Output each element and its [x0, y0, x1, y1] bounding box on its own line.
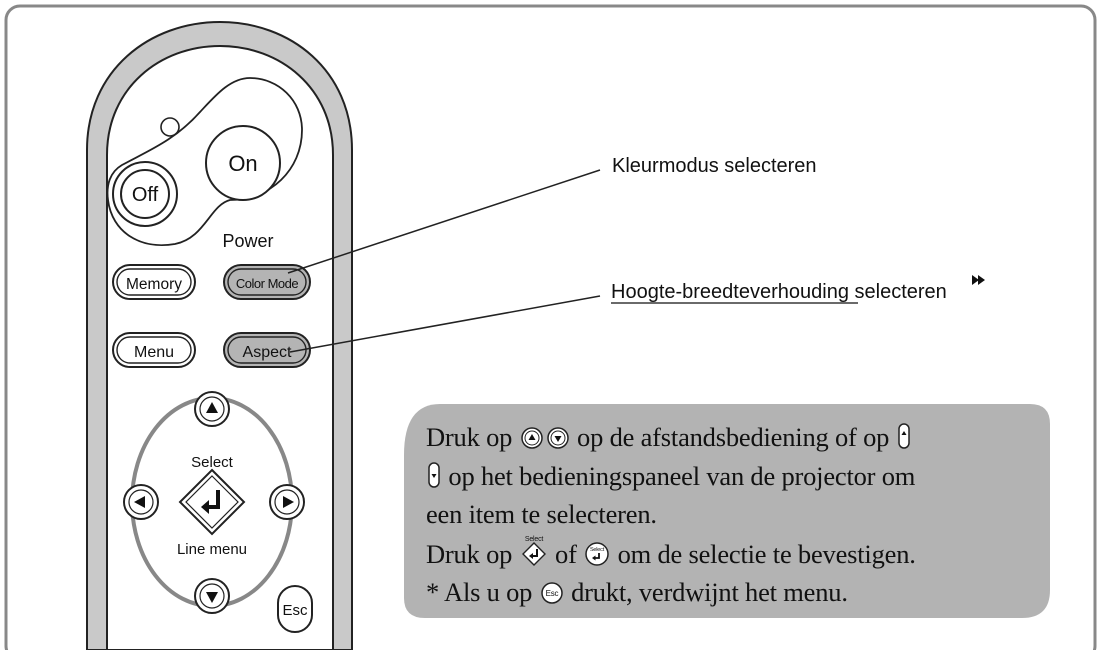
on-button[interactable]: On [205, 125, 281, 201]
up-arrow-button[interactable] [194, 391, 230, 427]
power-label: Power [222, 231, 273, 251]
esc-button-icon: Esc [540, 582, 563, 604]
left-arrow-button[interactable] [123, 484, 159, 520]
line-menu-label: Line menu [177, 541, 247, 558]
note-box [404, 404, 1050, 618]
select-enter-button[interactable] [178, 468, 246, 536]
right-arrow-icon [283, 496, 294, 508]
color-mode-label: Color Mode [236, 276, 298, 291]
aspect-callout-rest: selecteren [849, 281, 947, 303]
note-line-5: * Als u op Esc drukt, verdwijnt het menu… [426, 577, 848, 607]
up-arrow-icon [206, 402, 218, 413]
aspect-callout-link[interactable]: Hoogte-breedteverhouding [611, 281, 849, 303]
note-text: Druk op op de afstandsbediening of op op… [426, 418, 1036, 612]
esc-button[interactable]: Esc [277, 585, 313, 633]
color-mode-leader-line [287, 169, 601, 274]
indicator-led [160, 117, 180, 137]
down-button-icon [546, 427, 569, 449]
right-arrow-button[interactable] [269, 484, 305, 520]
outer-frame [4, 4, 1097, 650]
select-button-icon: Select [521, 534, 547, 566]
note-line-1: Druk op op de afstandsbediening of op [426, 418, 1036, 457]
esc-label: Esc [282, 602, 308, 619]
menu-label: Menu [134, 344, 174, 361]
off-button[interactable]: Off [112, 161, 178, 227]
aspect-button[interactable]: Aspect [223, 332, 311, 368]
svg-text:Select: Select [590, 547, 605, 553]
remote-control: On Off Power Memory Color Mode Menu [86, 20, 353, 650]
select-label: Select [191, 454, 234, 471]
down-arrow-button[interactable] [194, 578, 230, 614]
memory-label: Memory [126, 276, 182, 293]
up-button-icon [520, 427, 543, 449]
enter-arrow-icon [207, 490, 220, 509]
down-arrow-icon [206, 592, 218, 603]
memory-button[interactable]: Memory [112, 264, 196, 300]
aspect-label: Aspect [243, 344, 292, 361]
aspect-leader-line [289, 295, 601, 353]
left-arrow-icon [134, 496, 145, 508]
note-line-3: een item te selecteren. [426, 499, 657, 529]
panel-down-button-icon [428, 461, 440, 488]
note-line-4: Druk op Select of Select om de selectie … [426, 534, 916, 569]
glossary-arrow-icon [972, 275, 985, 285]
note-line-2: op het bedieningspaneel van de projector… [426, 457, 1036, 496]
on-label: On [228, 151, 257, 176]
svg-text:Select: Select [524, 536, 543, 543]
aspect-callout: Hoogte-breedteverhouding selecteren [611, 281, 947, 303]
svg-text:Esc: Esc [545, 589, 558, 598]
off-label: Off [132, 184, 159, 206]
panel-up-button-icon [897, 423, 910, 449]
menu-button[interactable]: Menu [112, 332, 196, 368]
color-mode-callout: Kleurmodus selecteren [612, 155, 817, 177]
panel-select-button-icon: Select [585, 541, 609, 566]
